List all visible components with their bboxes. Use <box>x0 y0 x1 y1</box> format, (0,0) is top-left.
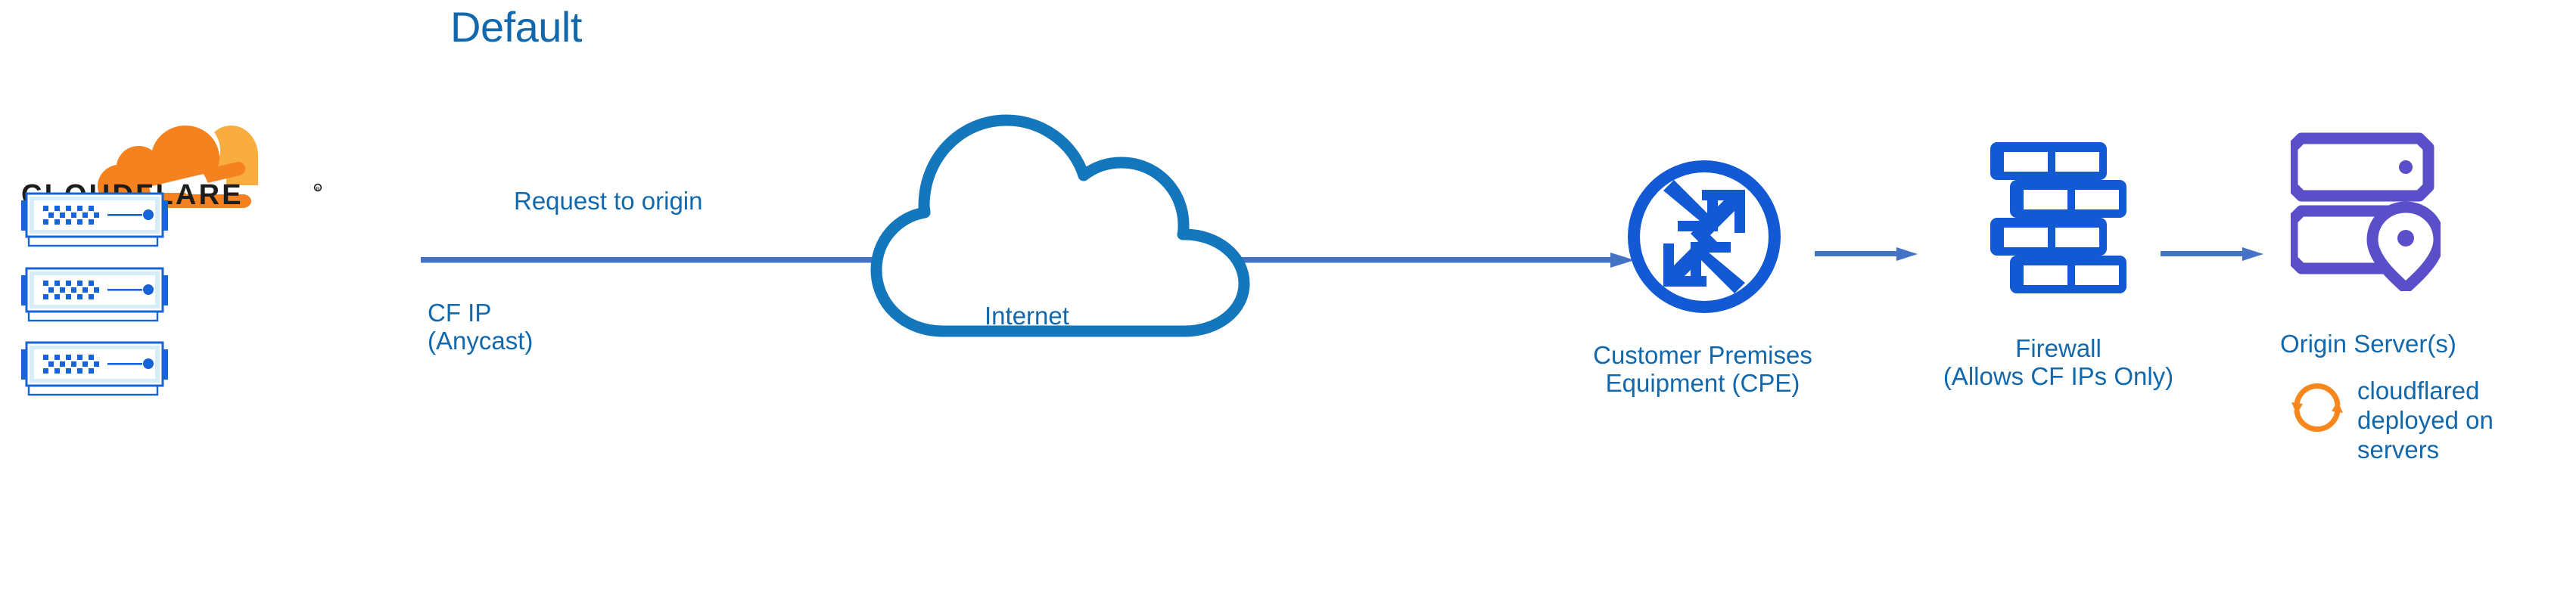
router-icon <box>1624 157 1784 317</box>
page-title: Default <box>450 3 582 51</box>
cpe-label-line1: Customer Premises <box>1593 341 1812 369</box>
firewall-label: Firewall(Allows CF IPs Only) <box>1896 334 2221 391</box>
cpe-label-line2: Equipment (CPE) <box>1605 368 1800 397</box>
cloudflare-server-3 <box>15 340 174 399</box>
request-to-origin-label: Request to origin <box>514 187 703 215</box>
sync-arrows-icon <box>2291 381 2344 434</box>
cf-ip-line2: (Anycast) <box>428 326 534 355</box>
cloudflared-note-line3: servers <box>2357 435 2440 464</box>
cloudflared-note-line1: cloudflared <box>2357 377 2480 405</box>
origin-server-label: Origin Server(s) <box>2280 330 2456 358</box>
svg-text:R: R <box>316 187 319 192</box>
internet-label: Internet <box>985 302 1069 330</box>
cloudflare-cloud-logo <box>98 126 258 208</box>
cloudflare-server-1 <box>15 191 174 250</box>
firewall-label-line1: Firewall <box>2015 334 2102 362</box>
cf-ip-label: CF IP(Anycast) <box>428 299 533 355</box>
brick-wall-icon <box>1990 139 2126 293</box>
arrow-cpe-to-firewall <box>1815 247 1918 261</box>
cf-ip-line1: CF IP <box>428 299 492 327</box>
cloudflared-note-line2: deployed on <box>2357 405 2494 434</box>
firewall-label-line2: (Allows CF IPs Only) <box>1943 361 2174 390</box>
arrow-firewall-to-origin <box>2161 247 2263 261</box>
internet-cloud-icon <box>870 91 1256 340</box>
server-rack-location-icon <box>2286 132 2445 294</box>
cloudflare-server-2 <box>15 266 174 325</box>
